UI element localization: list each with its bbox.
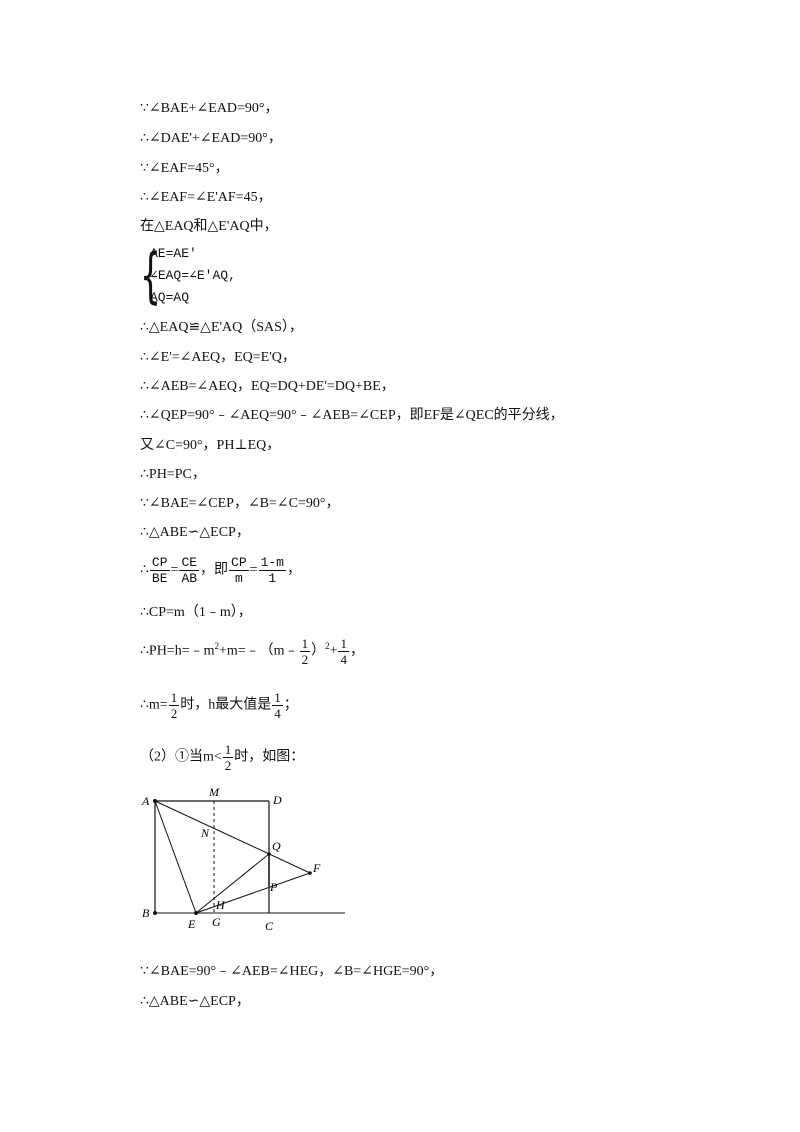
denominator: m	[234, 571, 243, 586]
label-g: G	[212, 915, 221, 929]
line-6: ∴△EAQ≌△E'AQ（SAS），	[140, 320, 303, 335]
line-1: ∵∠BAE+∠EAD=90°，	[140, 101, 279, 116]
denominator: 4	[340, 652, 347, 667]
label-f: F	[312, 861, 321, 875]
line-13: ∴△ABE∽△ECP，	[140, 525, 250, 540]
exponent: 2	[325, 641, 330, 652]
label-q: Q	[272, 839, 281, 853]
label-e: E	[187, 917, 196, 931]
label-a: A	[141, 794, 150, 808]
numerator: 1	[222, 742, 234, 758]
point-a	[153, 799, 157, 803]
label-c: C	[265, 919, 274, 933]
prefix: ∴PH=h=﹣m	[140, 643, 215, 659]
segment-eq	[195, 853, 270, 914]
point-b	[153, 911, 157, 915]
system-brace: {	[140, 241, 162, 311]
connector-text: ，即	[200, 562, 229, 578]
label-d: D	[272, 793, 282, 807]
point-q	[267, 852, 271, 856]
label-h: H	[215, 898, 226, 912]
equals: =	[170, 562, 179, 578]
prefix: ∴m=	[140, 697, 168, 713]
exponent: 2	[214, 641, 219, 652]
end-punct: ，	[349, 643, 364, 659]
line-19: ∵∠BAE=90°﹣∠AEB=∠HEG，∠B=∠HGE=90°，	[140, 964, 444, 979]
line-15: ∴CP=m（1﹣m），	[140, 605, 252, 620]
denominator: 2	[224, 758, 232, 773]
point-e	[194, 911, 198, 915]
numerator: 1	[299, 636, 311, 652]
label-n: N	[200, 826, 210, 840]
line-7: ∴∠E'=∠AEQ，EQ=E'Q，	[140, 350, 296, 365]
numerator: 1	[272, 690, 283, 706]
line-8: ∴∠AEB=∠AEQ，EQ=DQ+DE'=DQ+BE，	[140, 379, 395, 394]
plus: +	[329, 643, 338, 659]
label-p: P	[269, 880, 278, 894]
denominator: AB	[181, 571, 198, 586]
system-row-2: ∠EAQ=∠E′AQ,	[150, 268, 236, 283]
denominator: 2	[301, 652, 309, 667]
line-2: ∴∠DAE'+∠EAD=90°，	[140, 131, 282, 146]
numerator: CE	[179, 555, 200, 571]
close-paren: ）	[311, 643, 326, 659]
segment-ae	[154, 800, 197, 914]
middle: 时，h最大值是	[180, 697, 272, 713]
label-m: M	[208, 785, 220, 799]
line-3: ∵∠EAF=45°，	[140, 161, 229, 176]
segment-af	[154, 800, 311, 874]
end-punct: ；	[283, 697, 298, 713]
line-9: ∴∠QEP=90°﹣∠AEQ=90°﹣∠AEB=∠CEP，即EF是∠QEC的平分…	[140, 408, 564, 423]
numerator: 1	[168, 690, 180, 706]
system-row-1: AE=AE′	[150, 246, 197, 261]
numerator: 1	[338, 636, 349, 652]
line-12: ∵∠BAE=∠CEP，∠B=∠C=90°，	[140, 496, 340, 511]
numerator: CP	[149, 555, 170, 571]
point-f	[308, 871, 312, 875]
line-4: ∴∠EAF=∠E'AF=45，	[140, 190, 272, 205]
prefix: ∴	[140, 562, 149, 578]
label-b: B	[142, 906, 150, 920]
line-20: ∴△ABE∽△ECP，	[140, 994, 250, 1009]
line-11: ∴PH=PC，	[140, 467, 206, 482]
denominator: 1	[268, 571, 277, 586]
numerator: CP	[229, 555, 249, 571]
end-text: 时，如图：	[234, 749, 305, 765]
denominator: 4	[274, 706, 281, 721]
numerator: 1-m	[258, 555, 286, 571]
segment-ef	[195, 872, 311, 914]
denominator: 2	[170, 706, 178, 721]
end-punct: ，	[286, 562, 301, 578]
denominator: BE	[151, 571, 168, 586]
line-5: 在△EAQ和△E'AQ中，	[140, 219, 278, 234]
prefix: （2）①当m<	[140, 749, 222, 765]
middle: +m=﹣（m﹣	[218, 643, 299, 659]
line-10: 又∠C=90°，PH⊥EQ，	[140, 438, 281, 453]
geometry-figure: A M D N Q F P H B E G C	[141, 785, 345, 933]
system-row-3: AQ=AQ	[150, 290, 190, 305]
equals: =	[249, 562, 258, 578]
